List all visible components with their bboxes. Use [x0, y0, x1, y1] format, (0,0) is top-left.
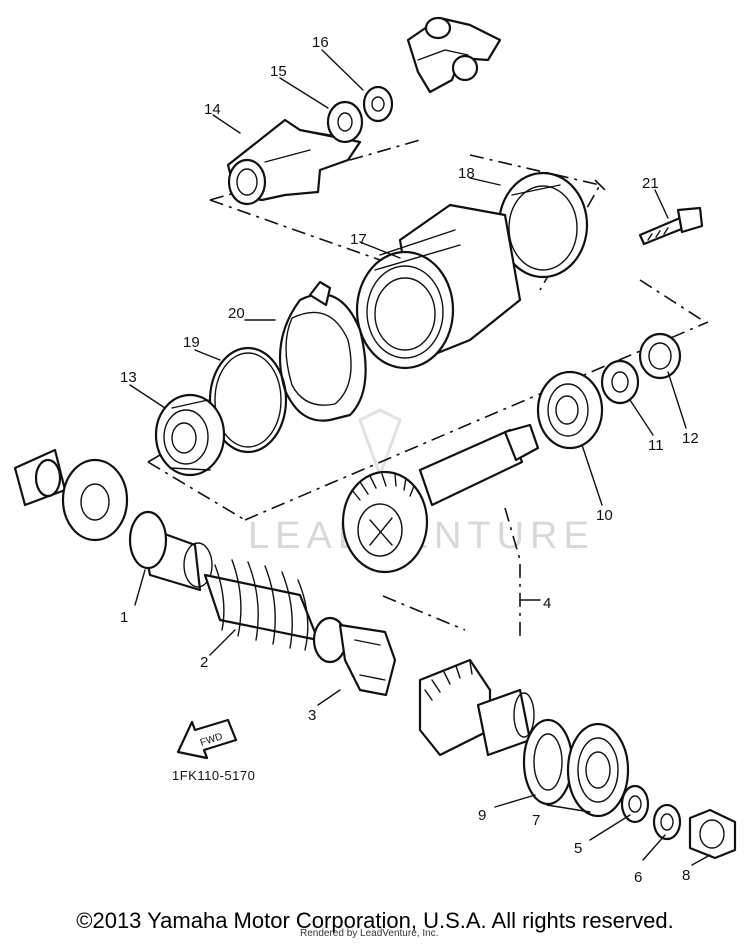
callout-7: 7 [532, 812, 540, 829]
part-9-shim [522, 718, 574, 806]
callout-5: 5 [574, 840, 582, 857]
callout-11: 11 [648, 437, 664, 454]
fwd-arrow: FWD [176, 718, 238, 760]
shaft-collar [13, 448, 129, 542]
part-6-lock-washer [652, 803, 682, 841]
callout-1: 1 [120, 609, 128, 626]
callout-19: 19 [183, 334, 200, 351]
part-13-bearing [154, 393, 226, 477]
callout-12: 12 [682, 430, 699, 447]
callout-2: 2 [200, 654, 208, 671]
part-12-oil-seal [638, 332, 682, 380]
rendered-by: Rendered by LeadVenture, Inc. [300, 928, 439, 939]
part-4-ring-gear [418, 658, 535, 757]
callout-10: 10 [596, 507, 613, 524]
part-1-collar [128, 510, 213, 592]
part-15-washer [326, 100, 364, 144]
part-18-housing-cover [497, 171, 589, 279]
part-7-bearing [566, 722, 630, 818]
part-20-shim-plate [278, 280, 367, 422]
callout-6: 6 [634, 869, 642, 886]
part-21-bolt [638, 206, 704, 246]
callout-20: 20 [228, 305, 245, 322]
part-code: 1FK110-5170 [172, 768, 255, 783]
callout-18: 18 [458, 165, 475, 182]
callout-14: 14 [204, 101, 221, 118]
part-8-nut [688, 808, 737, 860]
part-14-shift-fork [226, 118, 362, 206]
part-4-pinion-gear [341, 423, 540, 574]
callout-21: 21 [642, 175, 659, 192]
part-3-coupling [312, 616, 397, 697]
part-5-washer [620, 784, 650, 824]
part-19-o-ring [208, 346, 288, 454]
part-11-shim [600, 359, 640, 405]
part-17-bearing-housing [355, 203, 522, 370]
part-2-spring [203, 559, 320, 651]
callout-numbers: 1 2 3 4 5 6 7 8 9 10 11 12 13 14 15 16 1… [120, 34, 699, 886]
copyright-notice: ©2013 Yamaha Motor Corporation, U.S.A. A… [76, 908, 674, 933]
callout-13: 13 [120, 369, 137, 386]
callout-3: 3 [308, 707, 316, 724]
callout-4: 4 [543, 595, 551, 612]
leader-lines [129, 49, 711, 866]
part-10-bearing [536, 370, 604, 450]
part-16-nut [362, 85, 394, 123]
callout-16: 16 [312, 34, 329, 51]
universal-joint [406, 16, 502, 94]
callout-17: 17 [350, 231, 367, 248]
callout-15: 15 [270, 63, 287, 80]
callout-9: 9 [478, 807, 486, 824]
callout-8: 8 [682, 867, 690, 884]
